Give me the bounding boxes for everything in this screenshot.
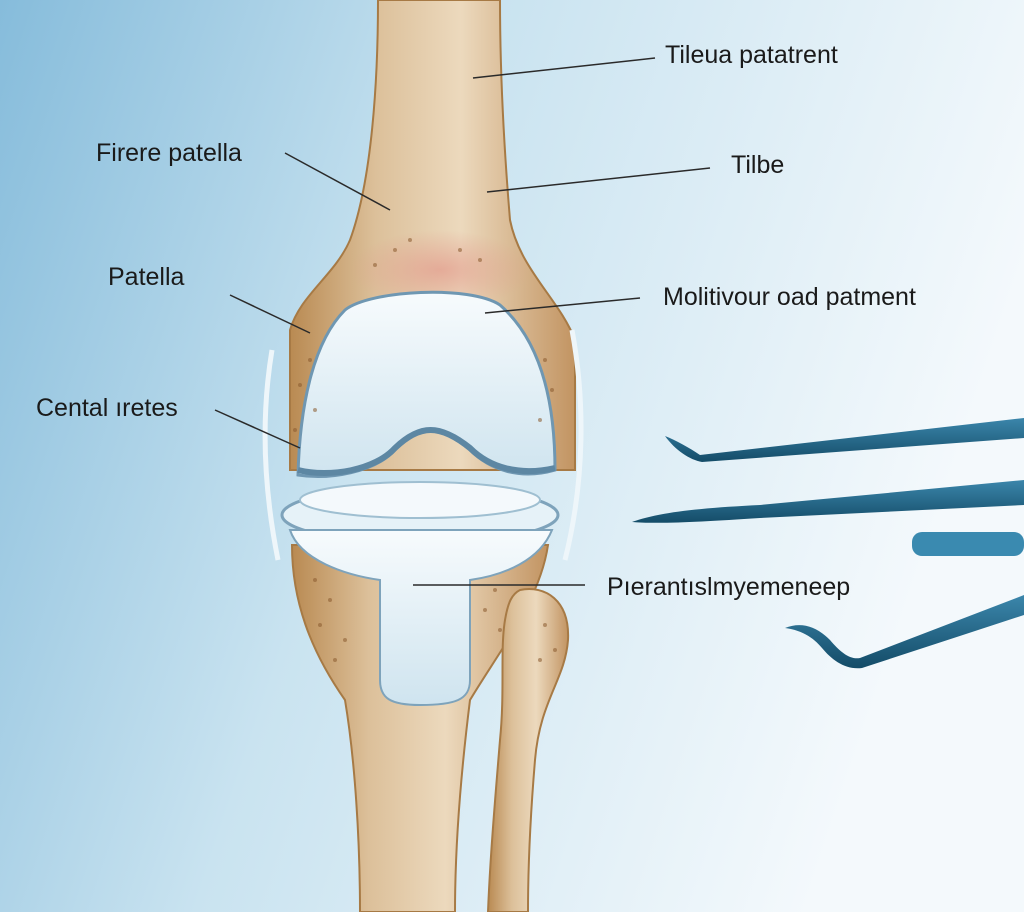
bone-texture [293,238,557,662]
tibia-bone [290,544,550,912]
leader-tilbe [486,167,711,193]
label-firere-patella: Firere patella [96,139,242,167]
handle-blade [912,532,1024,556]
label-tileua-patatrent: Tileua patatrent [665,41,838,69]
tibial-implant [288,529,554,707]
lateral-ligament [562,329,584,561]
medial-ligament [262,349,281,561]
surgical-probe [665,418,1024,462]
tibial-insert-top [299,481,541,519]
leader-lines [214,57,711,586]
scalpel [632,480,1024,523]
label-patella: Patella [108,263,185,291]
label-pierantis: Pıerantıslmyemeneep [607,573,851,601]
leader-tileua [472,57,656,79]
label-tilbe: Tilbe [731,151,785,179]
forceps [785,595,1024,669]
label-cental-retes: Cental ıretes [36,394,178,422]
leader-firere [284,152,391,211]
leader-cental [214,409,301,449]
label-molitivour: Molitivour oad patment [663,283,916,311]
leader-molitivour [484,297,641,314]
femoral-implant-groove [297,427,556,477]
leader-patella [229,294,311,334]
